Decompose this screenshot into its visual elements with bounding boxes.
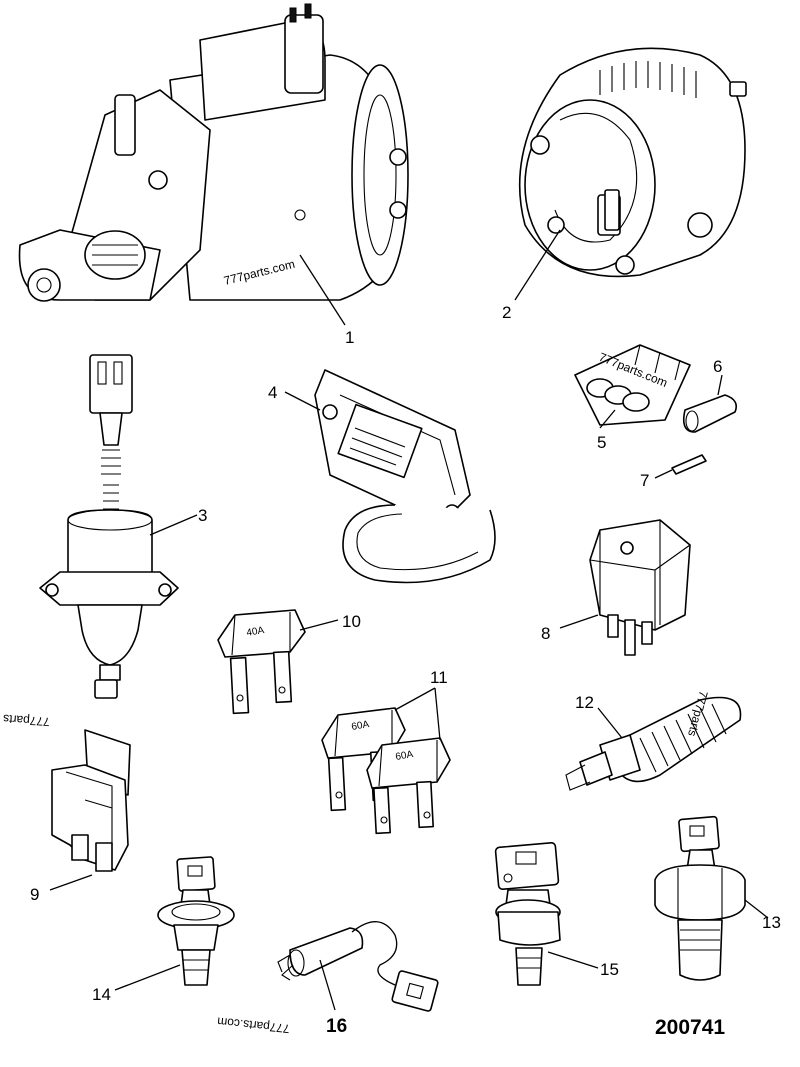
leader-line-11 xyxy=(394,687,441,741)
leader-line-14 xyxy=(114,964,181,991)
part-1-starter-motor xyxy=(18,3,409,302)
leader-line-5 xyxy=(599,409,616,429)
part-6-terminal-sleeve xyxy=(682,394,738,433)
callout-7: 7 xyxy=(640,471,649,490)
leader-line-10 xyxy=(299,619,339,631)
leader-line-6 xyxy=(717,374,723,396)
callout-9: 9 xyxy=(30,885,39,904)
callout-1: 1 xyxy=(345,328,354,347)
part-2-alternator xyxy=(518,47,747,278)
part-14-pressure-switch xyxy=(157,856,235,986)
part-13-temp-sender xyxy=(654,815,746,981)
callout-13: 13 xyxy=(762,913,781,932)
callout-11: 11 xyxy=(430,668,448,687)
part-9-fuse-holder xyxy=(51,729,131,872)
part-10-fuse xyxy=(217,609,306,715)
leader-line-7 xyxy=(654,469,673,479)
callout-6: 6 xyxy=(713,357,722,376)
leader-line-8 xyxy=(559,614,599,629)
leader-line-3 xyxy=(149,514,198,536)
part-16-suppressor xyxy=(277,921,439,1012)
callout-10: 10 xyxy=(342,612,361,631)
part-11-fuses xyxy=(321,707,451,835)
part-12-sender xyxy=(565,696,742,791)
callout-8: 8 xyxy=(541,624,550,643)
watermark: 777parts.com xyxy=(217,1014,291,1036)
leader-line-1 xyxy=(299,254,346,326)
leader-line-15 xyxy=(547,951,599,969)
fuse-rating-11b: 60A xyxy=(395,749,415,763)
callout-15: 15 xyxy=(600,960,619,979)
part-7-terminal-pin xyxy=(671,454,707,475)
part-4-regulator xyxy=(314,369,496,584)
leader-line-2 xyxy=(514,229,561,301)
callout-3: 3 xyxy=(198,506,207,525)
fuse-rating-10: 40A xyxy=(246,625,266,639)
fuse-rating-11a: 60A xyxy=(351,719,371,733)
reference-number: 200741 xyxy=(655,1016,725,1039)
part-8-relay xyxy=(589,519,691,656)
watermark: 777parts xyxy=(3,712,51,729)
part-5-connector xyxy=(574,344,691,426)
leader-line-12 xyxy=(597,707,623,739)
leader-line-13 xyxy=(744,899,769,919)
part-3-stop-solenoid xyxy=(39,354,179,699)
callout-16: 16 xyxy=(326,1016,347,1037)
callout-2: 2 xyxy=(502,303,511,322)
callout-12: 12 xyxy=(575,693,594,712)
part-15-sender-switch xyxy=(494,841,561,986)
callout-5: 5 xyxy=(597,433,606,452)
leader-line-16 xyxy=(319,959,336,1011)
leader-line-9 xyxy=(49,874,93,891)
callout-14: 14 xyxy=(92,985,111,1004)
callout-4: 4 xyxy=(268,383,277,402)
leader-line-4 xyxy=(284,391,321,411)
